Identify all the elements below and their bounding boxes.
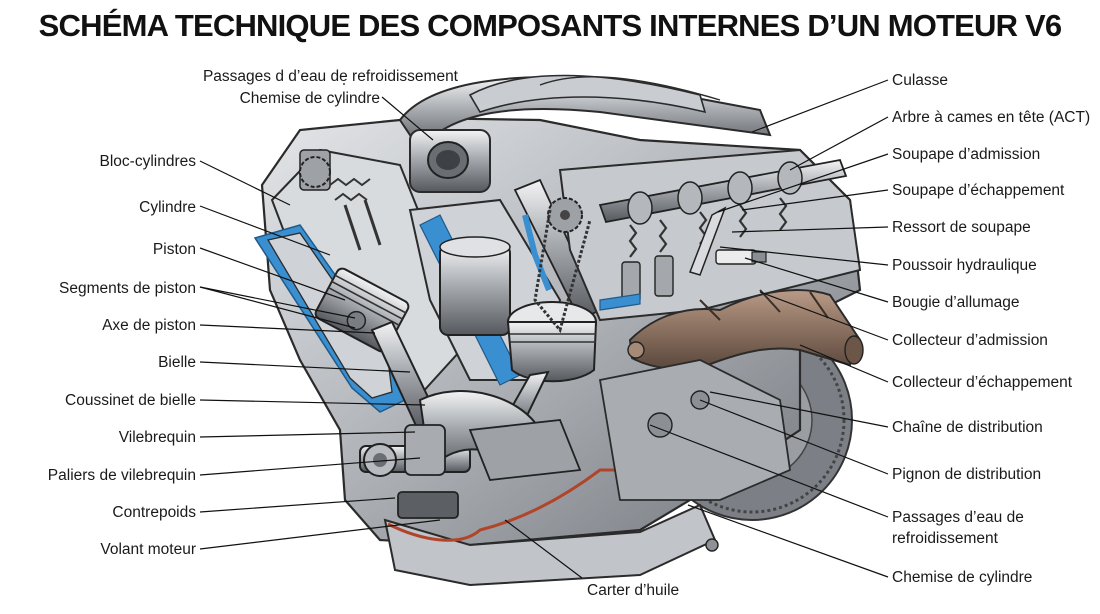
intake-manifold-shape <box>398 74 772 193</box>
label-counterweight: Contrepoids <box>112 504 196 521</box>
label-exhaust-manifold: Collecteur d’échappement <box>892 374 1073 391</box>
label-rod-bearing: Coussinet de bielle <box>65 392 196 409</box>
label-timing-chain: Chaîne de distribution <box>892 419 1043 436</box>
label-hydraulic-lifter: Poussoir hydraulique <box>892 257 1037 274</box>
label-camshaft: Arbre à cames en tête (ACT) <box>892 109 1090 126</box>
exhaust-manifold-shape <box>627 289 864 371</box>
labels-left: Passages d d’eau de refroidissement Chem… <box>48 68 459 558</box>
camshaft-shape <box>598 158 848 225</box>
timing-cover-shape <box>598 359 791 501</box>
left-cylinder-bank <box>253 148 472 432</box>
label-spark-plug: Bougie d’allumage <box>892 294 1020 311</box>
label-piston-pin: Axe de piston <box>102 317 196 334</box>
label-intake-valve: Soupape d’admission <box>892 146 1040 163</box>
label-main-bearings: Paliers de vilebrequin <box>48 467 196 484</box>
valve-springs-right <box>599 197 788 311</box>
timing-sprocket-shape <box>299 156 583 233</box>
right-cylinder-head <box>299 148 862 334</box>
label-cylinder-liner-left: Chemise de cylindre <box>240 90 380 107</box>
label-timing-sprocket: Pignon de distribution <box>892 466 1041 483</box>
label-piston-rings: Segments de piston <box>59 280 196 297</box>
label-cylinder: Cylindre <box>139 199 196 216</box>
spark-plug-shape <box>689 206 767 276</box>
label-oil-pan: Carter d’huile <box>587 582 679 599</box>
label-exhaust-valve: Soupape d’échappement <box>892 182 1065 199</box>
oil-pan-shape <box>383 468 719 587</box>
diagram-title: SCHÉMA TECHNIQUE DES COMPOSANTS INTERNES… <box>38 8 1063 43</box>
label-piston: Piston <box>153 241 196 258</box>
label-connecting-rod: Bielle <box>158 354 196 371</box>
label-intake-manifold: Collecteur d’admission <box>892 332 1048 349</box>
label-cylinder-head: Culasse <box>892 72 948 89</box>
labels-right: Culasse Arbre à cames en tête (ACT) Soup… <box>892 72 1090 586</box>
timing-chain-shape <box>533 209 592 334</box>
label-valve-spring: Ressort de soupape <box>892 219 1031 236</box>
label-flywheel: Volant moteur <box>100 541 196 558</box>
label-engine-block: Bloc-cylindres <box>100 153 197 170</box>
center-cylinders <box>408 178 602 386</box>
label-crankshaft: Vilebrequin <box>119 429 196 446</box>
crankshaft-shape <box>359 390 582 519</box>
engine-illustration <box>253 74 864 587</box>
label-cylinder-liner-right: Chemise de cylindre <box>892 569 1032 586</box>
label-coolant-passages-left: Passages d d’eau de refroidissement <box>203 68 459 85</box>
leader-lines <box>199 79 889 579</box>
